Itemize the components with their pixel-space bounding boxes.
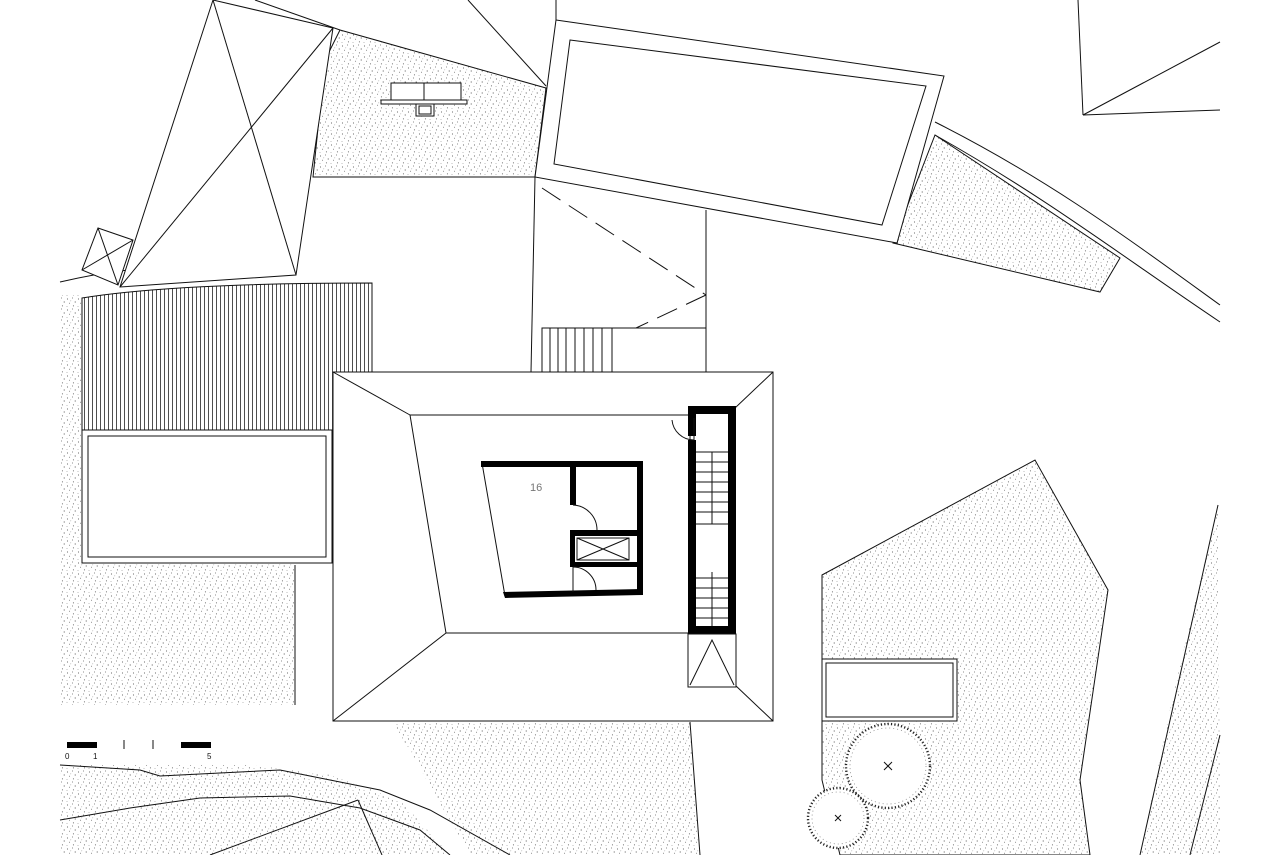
neighbor-buildings bbox=[81, 0, 1221, 855]
tree-icon bbox=[806, 786, 870, 850]
trees bbox=[806, 722, 932, 850]
pool-left bbox=[81, 429, 333, 564]
scale-label-1: 1 bbox=[93, 752, 98, 761]
room-16: 16 bbox=[481, 461, 643, 598]
planted-area-bottom-middle bbox=[393, 722, 700, 855]
bench-icon bbox=[380, 82, 468, 117]
timber-deck bbox=[81, 282, 373, 431]
planted-area-left bbox=[60, 295, 295, 705]
room-number-label: 16 bbox=[530, 482, 542, 494]
entry-ramp bbox=[530, 176, 707, 373]
pool-right bbox=[821, 658, 958, 722]
staircase bbox=[696, 451, 728, 626]
pool-top bbox=[534, 19, 945, 244]
scale-label-5: 5 bbox=[207, 752, 212, 761]
scale-bar: 0 1 5 bbox=[65, 740, 212, 761]
planted-area-top-right bbox=[892, 134, 1121, 293]
scale-label-0: 0 bbox=[65, 752, 70, 761]
planted-area-bottom-left bbox=[60, 765, 450, 855]
tree-icon bbox=[844, 722, 932, 810]
main-building: 16 bbox=[332, 371, 774, 722]
